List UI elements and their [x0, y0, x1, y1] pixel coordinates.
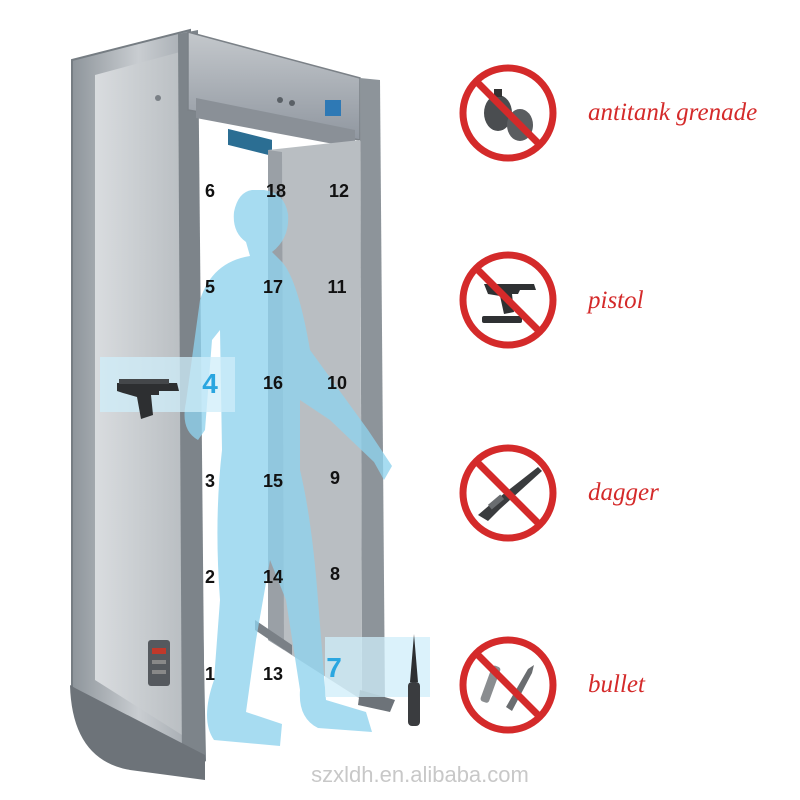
watermark: szxldh.en.alibaba.com [311, 762, 529, 787]
zone-number: 10 [326, 373, 348, 393]
no-dagger-icon [458, 443, 558, 543]
zone-number: 13 [262, 664, 284, 684]
zone-number: 15 [262, 471, 284, 491]
no-bullet-icon [458, 635, 558, 735]
zone-number: 14 [262, 567, 284, 587]
zone-number: 8 [329, 564, 340, 584]
no-grenade-icon [458, 63, 558, 163]
item-label: bullet [588, 671, 645, 698]
item-label: antitank grenade [588, 99, 758, 126]
zone-number: 2 [204, 567, 215, 587]
zone-number: 5 [204, 277, 215, 297]
zone-number: 6 [204, 181, 215, 201]
zone-number: 18 [265, 181, 287, 201]
zone-number-highlighted: 7 [326, 652, 342, 683]
zone-number-highlighted: 4 [202, 368, 218, 399]
brand-logo [325, 100, 341, 116]
no-pistol-icon [458, 250, 558, 350]
pistol-icon [117, 379, 179, 419]
item-label: dagger [588, 479, 659, 506]
left-panel [70, 28, 207, 780]
zone-number: 12 [328, 181, 350, 201]
knife-icon [408, 634, 420, 726]
zone-number: 17 [262, 277, 284, 297]
zone-number: 16 [262, 373, 284, 393]
zone-number: 1 [204, 664, 215, 684]
zone-number: 11 [327, 277, 347, 297]
item-label: pistol [588, 287, 644, 314]
zone-number: 3 [204, 471, 215, 491]
lcd-display [228, 128, 272, 156]
zone-number: 9 [329, 468, 340, 488]
